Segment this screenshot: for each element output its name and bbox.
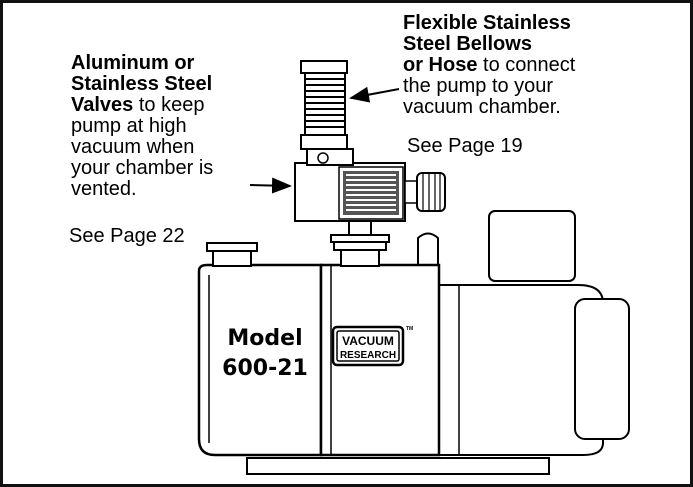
- vacuum-pump-illustration: Model 600-21 VACUUM RESEARCH TM: [197, 60, 630, 475]
- logo-line2: RESEARCH: [340, 350, 396, 361]
- bellows: [300, 60, 348, 150]
- valves-callout-text-4: your chamber is: [71, 157, 214, 179]
- vacuum-research-logo: VACUUM RESEARCH TM: [331, 325, 413, 367]
- valves-callout-text-2: pump at high: [71, 115, 187, 137]
- bellows-callout-bold-3: or Hose: [403, 54, 478, 76]
- valves-callout: Aluminum or Stainless Steel Valves to ke…: [71, 53, 291, 200]
- inlet-ports: [206, 234, 390, 267]
- logo-line1: VACUUM: [342, 334, 394, 348]
- valves-callout-text-5: vented.: [71, 178, 137, 200]
- bellows-callout-text-3: vacuum chamber.: [403, 96, 561, 118]
- bellows-callout-text-2: the pump to your: [403, 75, 554, 97]
- bellows-callout: Flexible Stainless Steel Bellows or Hose…: [403, 13, 693, 118]
- model-number: 600-21: [222, 356, 308, 381]
- bellows-arrow: [349, 86, 400, 103]
- valves-callout-text-1: to keep: [133, 94, 205, 116]
- valves-callout-text-3: vacuum when: [71, 136, 195, 158]
- pump-motor: [417, 210, 630, 456]
- bellows-callout-text-1: to connect: [477, 54, 576, 76]
- model-word: Model: [227, 326, 302, 351]
- bellows-page-reference: See Page 19: [407, 135, 523, 157]
- bellows-callout-bold-2: Steel Bellows: [403, 33, 532, 55]
- valves-arrow: [249, 177, 292, 194]
- valves-callout-bold-1: Aluminum or: [71, 52, 195, 74]
- pump-base-plate: [246, 457, 550, 475]
- valves-page-reference: See Page 22: [69, 225, 185, 247]
- valves-callout-bold-3: Valves: [71, 94, 134, 116]
- valves-callout-bold-2: Stainless Steel: [71, 73, 213, 95]
- bellows-callout-bold-1: Flexible Stainless: [403, 12, 571, 34]
- logo-trademark: TM: [406, 326, 413, 332]
- valve: [294, 148, 446, 236]
